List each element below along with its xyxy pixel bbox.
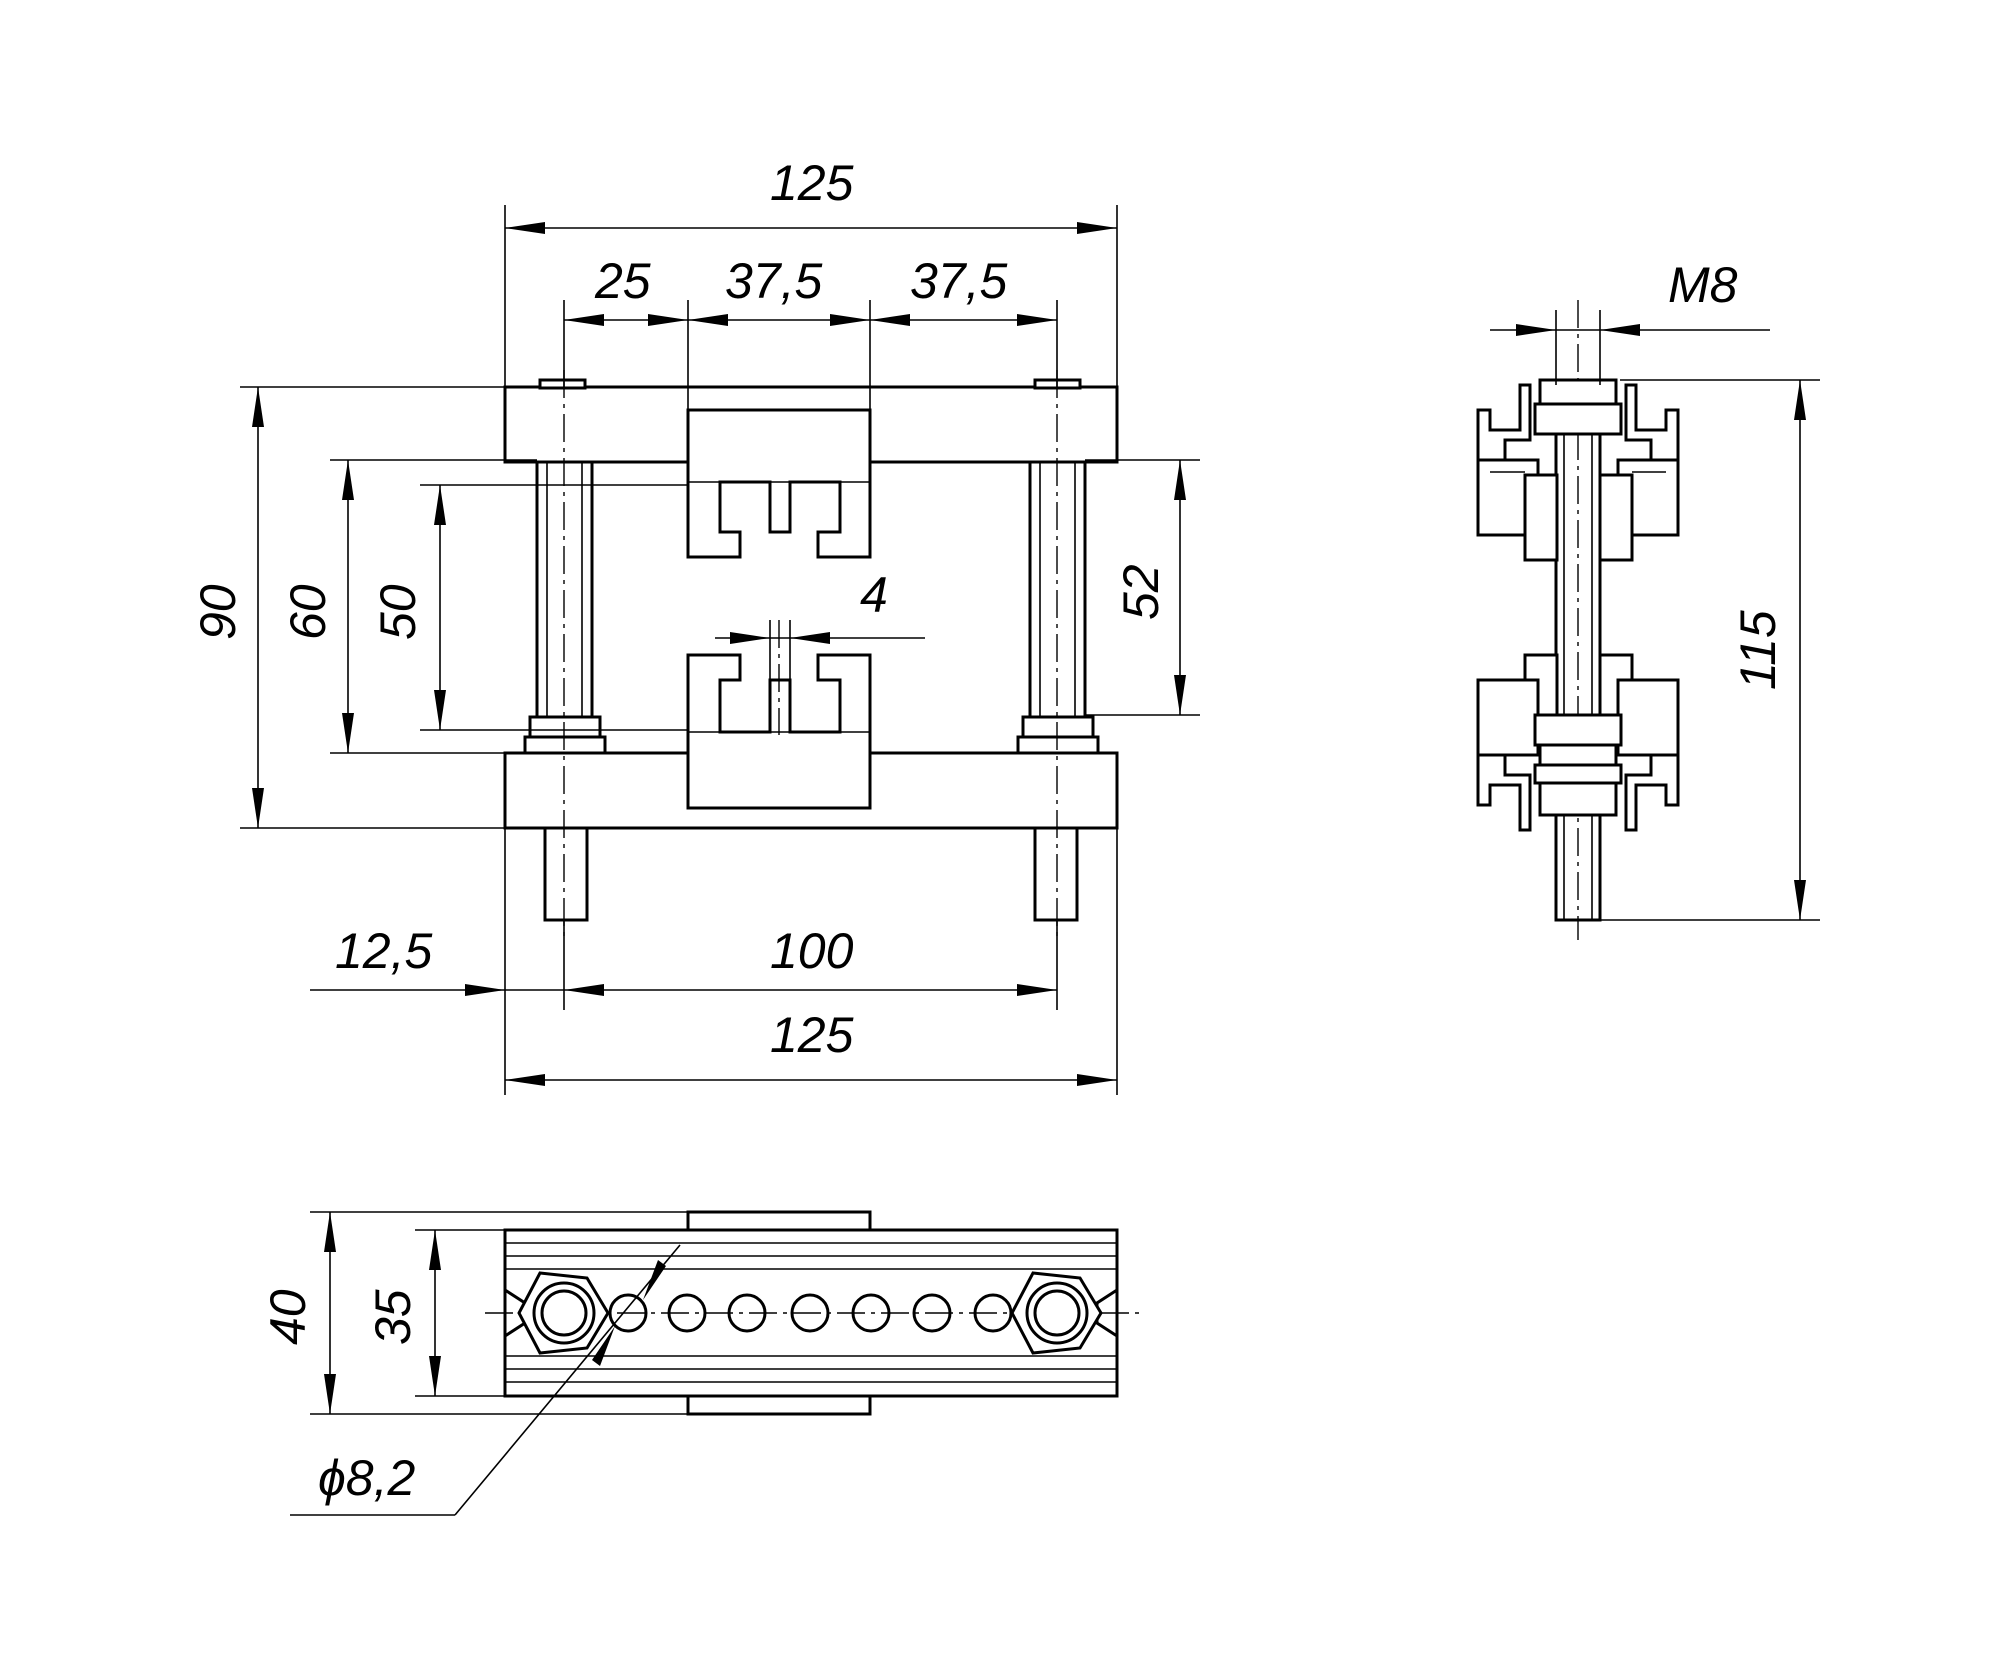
dim-thread: M8	[1668, 257, 1738, 313]
dim-width-bottom: 125	[770, 1007, 854, 1063]
dim-segment-2: 37,5	[725, 253, 823, 309]
top-view: 40 35 ϕ8,2	[260, 1210, 1140, 1516]
dim-segment-3: 37,5	[910, 253, 1008, 309]
side-view: M8 115	[1476, 257, 1820, 940]
jaw-top-tab	[686, 1210, 872, 1232]
dim-gap: 4	[860, 567, 888, 623]
dim-top-height-inner: 35	[365, 1289, 421, 1345]
dim-side-height: 115	[1730, 610, 1786, 690]
hole	[790, 1293, 830, 1333]
left-rod-end	[543, 826, 589, 922]
upper-jaw	[686, 408, 872, 559]
hole	[727, 1293, 767, 1333]
jaw-bottom-tab	[686, 1394, 872, 1416]
right-nut-top	[1010, 1271, 1103, 1355]
right-nut	[1016, 715, 1100, 755]
left-nut	[523, 715, 607, 755]
dim-height-inner: 60	[280, 584, 336, 640]
dim-rod-spacing: 100	[770, 923, 854, 979]
dim-segment-1: 25	[594, 253, 651, 309]
hole	[608, 1293, 648, 1333]
hole	[851, 1293, 891, 1333]
dim-height-jaw: 50	[370, 584, 426, 640]
dim-offset: 12,5	[335, 923, 433, 979]
dim-width-top: 125	[770, 155, 854, 211]
left-nut-top	[517, 1271, 610, 1355]
upper-assembly	[1476, 378, 1680, 562]
dim-hole-diameter: ϕ8,2	[318, 1450, 416, 1506]
hole	[912, 1293, 952, 1333]
lower-assembly	[1476, 653, 1680, 832]
hole	[973, 1293, 1013, 1333]
dim-height-right: 52	[1113, 564, 1169, 620]
hole	[667, 1293, 707, 1333]
right-rod-end	[1033, 826, 1079, 922]
front-view: 125 25 37,5 37,5 90 60 50	[190, 155, 1200, 1095]
dim-height-total: 90	[190, 584, 246, 640]
dim-top-height-outer: 40	[260, 1289, 316, 1345]
